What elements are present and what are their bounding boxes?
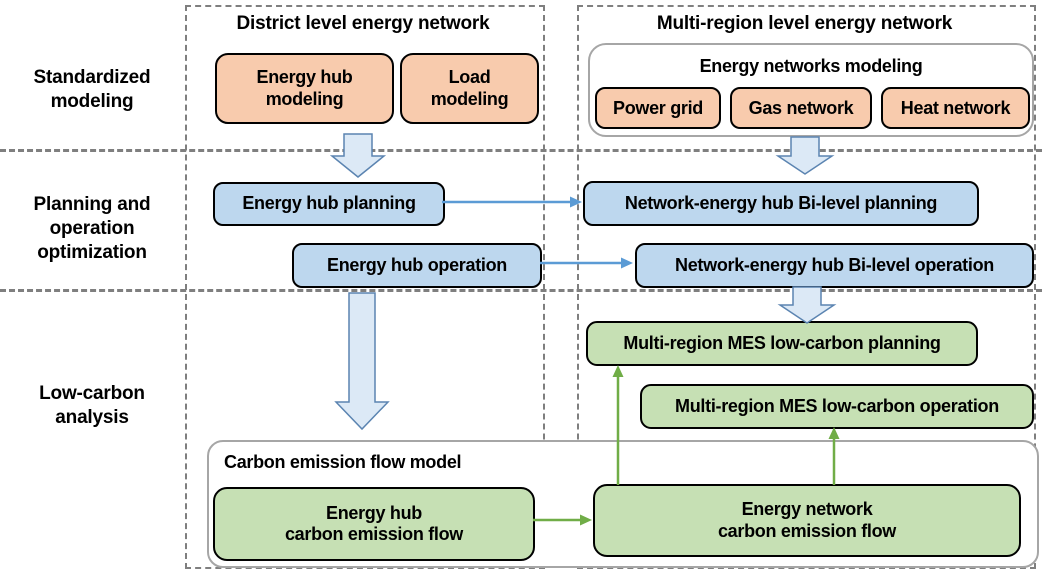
district-column-frame — [185, 5, 545, 569]
multi-region-column-title: Multi-region level energy network — [656, 13, 953, 34]
carbon-emission-flow-model-title: Carbon emission flow model — [224, 452, 462, 472]
row-label-line: modeling — [50, 90, 134, 112]
multi-region-mes-low-carbon-operation-box: Multi-region MES low-carbon operation — [640, 384, 1034, 429]
district-column-title: District level energy network — [236, 13, 490, 34]
energy-networks-modeling-title: Energy networks modeling — [699, 56, 923, 76]
row-label-line: Standardized — [33, 67, 151, 88]
load-modeling-box: Load modeling — [400, 53, 539, 124]
energy-network-carbon-emission-flow-box: Energy network carbon emission flow — [593, 484, 1021, 557]
row-label-line: operation — [49, 217, 135, 239]
power-grid-box: Power grid — [595, 87, 721, 129]
box-label-line: Energy hub — [256, 67, 353, 88]
multi-region-column-frame — [577, 5, 1036, 569]
heat-network-box: Heat network — [881, 87, 1030, 129]
network-boxes-row: Power grid Gas network Heat network — [595, 87, 1030, 129]
energy-hub-modeling-box: Energy hub modeling — [215, 53, 394, 124]
row-label-low-carbon-analysis: Low-carbon analysis — [7, 382, 177, 430]
row-label-planning-optimization: Planning and operation optimization — [7, 193, 177, 264]
network-energy-hub-bilevel-operation-box: Network-energy hub Bi-level operation — [635, 243, 1034, 288]
row-divider-1 — [0, 149, 1042, 152]
energy-hub-carbon-emission-flow-box: Energy hub carbon emission flow — [213, 487, 535, 561]
network-energy-hub-bilevel-planning-box: Network-energy hub Bi-level planning — [583, 181, 979, 226]
row-label-line: Low-carbon — [39, 383, 145, 404]
box-label-line: carbon emission flow — [717, 520, 897, 541]
row-label-standardized-modeling: Standardized modeling — [7, 66, 177, 114]
box-label-line: Energy network — [741, 499, 873, 520]
box-label-line: Load — [448, 67, 491, 88]
row-label-line: analysis — [55, 406, 129, 428]
multi-region-mes-low-carbon-planning-box: Multi-region MES low-carbon planning — [586, 321, 978, 366]
row-label-line: Planning and — [33, 194, 151, 215]
energy-hub-operation-box: Energy hub operation — [292, 243, 542, 288]
box-label-line: modeling — [265, 88, 344, 109]
row-divider-2 — [0, 289, 1042, 292]
row-label-line: optimization — [37, 241, 147, 263]
energy-hub-planning-box: Energy hub planning — [213, 182, 445, 226]
energy-networks-modeling-container: Energy networks modeling Power grid Gas … — [588, 43, 1034, 137]
gas-network-box: Gas network — [730, 87, 872, 129]
box-label-line: Energy hub — [325, 502, 422, 523]
box-label-line: modeling — [430, 88, 509, 109]
box-label-line: carbon emission flow — [284, 524, 464, 544]
